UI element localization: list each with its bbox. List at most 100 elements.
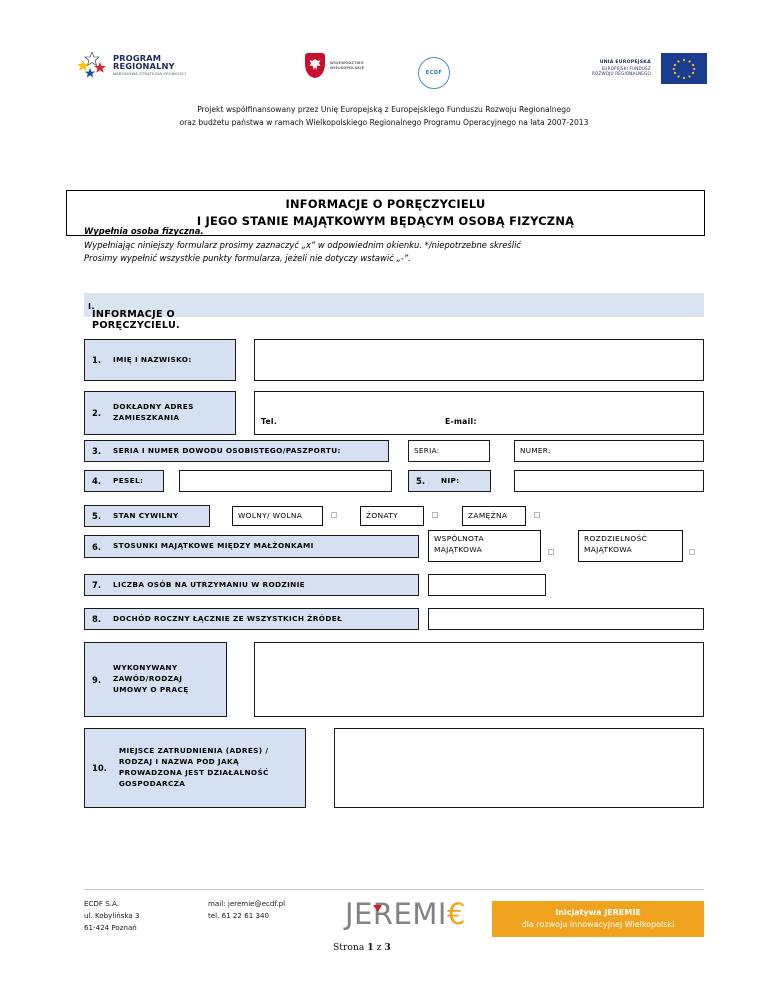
checkbox-zonaty[interactable] xyxy=(432,512,438,518)
row-10-label-line3: PROWADZONA JEST DZIAŁALNOŚĆ xyxy=(118,768,269,777)
placeholder-numer: NUMER: xyxy=(520,446,551,455)
option-rozdzielnosc-line2: MAJĄTKOWA xyxy=(584,544,632,554)
input-liczba-osob[interactable] xyxy=(428,574,546,596)
jeremie-accent-glyph: € xyxy=(446,897,466,931)
jeremie-tick-icon xyxy=(373,905,382,912)
row-9-number: 9. xyxy=(92,674,102,685)
row-2-label-line1: DOKŁADNY ADRES xyxy=(113,402,194,412)
ue-line1: UNIA EUROPEJSKA xyxy=(599,60,651,66)
checkbox-zamezna[interactable] xyxy=(534,512,540,518)
pr-line1: PROGRAM xyxy=(113,52,162,63)
input-pesel[interactable] xyxy=(179,470,392,492)
option-wspolnota-majatkowa[interactable]: WSPÓLNOTA MAJĄTKOWA xyxy=(428,530,541,562)
option-rozdzielnosc-majatkowa[interactable]: ROZDZIELNOŚĆ MAJĄTKOWA xyxy=(578,530,683,562)
funding-line-1: Projekt współfinansowany przez Unię Euro… xyxy=(197,105,571,114)
wojewodztwo-wordmark: WOJEWÓDZTWO WIELKOPOLSKIE xyxy=(330,61,364,70)
intro-instructions: Wypełnia osoba fizyczna. Wypełniając nin… xyxy=(84,225,704,266)
input-nip[interactable] xyxy=(514,470,704,492)
field-label-zawod-umowa: 9. WYKONYWANY ZAWÓD/RODZAJ UMOWY O PRACĘ xyxy=(84,642,227,717)
input-adres-zamieszkania[interactable]: Tel. E-mail: xyxy=(254,391,704,435)
field-label-adres-zamieszkania: 2. DOKŁADNY ADRES ZAMIESZKANIA xyxy=(84,391,236,435)
eu-flag-icon xyxy=(660,53,707,84)
funding-caption: Projekt współfinansowany przez Unię Euro… xyxy=(0,104,768,129)
input-seria[interactable]: SERIA: xyxy=(408,440,490,462)
row-2-number: 2. xyxy=(92,408,102,418)
row-5b-number: 5. xyxy=(92,511,102,521)
row-4-label: PESEL: xyxy=(113,475,144,485)
row-9-label-line1: WYKONYWANY xyxy=(113,663,178,673)
badge-line-2: dla rozwoju innowacyjnej Wielkopolski xyxy=(521,920,675,929)
row-10-label-line4: GOSPODARCZA xyxy=(118,778,186,788)
row-8-number: 8. xyxy=(92,614,102,624)
checkbox-wspolnota-majatkowa[interactable] xyxy=(548,549,554,555)
field-label-dochod-roczny: 8. DOCHÓD ROCZNY ŁĄCZNIE ZE WSZYSTKICH Ź… xyxy=(84,608,419,630)
row-3-label: SERIA I NUMER DOWODU OSOBISTEGO/PASZPORT… xyxy=(113,445,341,455)
intro-line-3: Prosimy wypełnić wszystkie punkty formul… xyxy=(84,253,411,264)
row-10-number: 10. xyxy=(92,763,107,773)
row-7-label: LICZBA OSÓB NA UTRZYMANIU W RODZINIE xyxy=(113,579,306,589)
row-6-label: STOSUNKI MAJĄTKOWE MIĘDZY MAŁŻONKAMI xyxy=(113,541,314,551)
ue-line2: EUROPEJSKI FUNDUSZ xyxy=(601,66,651,72)
logo-wojewodztwo-wielkopolskie: WOJEWÓDZTWO WIELKOPOLSKIE xyxy=(305,53,364,78)
option-rozdzielnosc-line1: ROZDZIELNOŚĆ xyxy=(584,534,648,543)
label-email: E-mail: xyxy=(445,417,477,426)
inicjatywa-jeremie-badge: Inicjatywa JEREMIE dla rozwoju innowacyj… xyxy=(492,901,704,937)
row-10-label-line2: RODZAJ I NAZWA POD JAKĄ xyxy=(118,757,239,767)
section-number: I. xyxy=(88,301,95,311)
option-wolny-wolna-label: WOLNY/ WOLNA xyxy=(238,510,303,520)
coat-of-arms-icon xyxy=(305,53,325,78)
ue-line3: ROZWOJU REGIONALNEGO xyxy=(592,71,651,77)
row-9-label: WYKONYWANY ZAWÓD/RODZAJ UMOWY O PRACĘ xyxy=(101,663,189,696)
section-header-text: I. INFORMACJE O PORĘCZYCIELU. xyxy=(88,301,180,331)
page-title-line-1: INFORMACJE O PORĘCZYCIELU xyxy=(285,197,486,211)
ue-wordmark: UNIA EUROPEJSKA EUROPEJSKI FUNDUSZ ROZWO… xyxy=(592,60,651,77)
logo-ecdf: ECDF xyxy=(418,57,450,89)
footer-divider xyxy=(84,889,704,890)
option-zonaty[interactable]: ŻONATY xyxy=(360,506,424,526)
logo-unia-europejska: UNIA EUROPEJSKA EUROPEJSKI FUNDUSZ ROZWO… xyxy=(592,53,707,84)
woj-line1: WOJEWÓDZTWO xyxy=(330,61,364,66)
row-9-label-line3: UMOWY O PRACĘ xyxy=(113,684,189,694)
row-3-number: 3. xyxy=(92,446,102,456)
section-header-informacje: I. INFORMACJE O PORĘCZYCIELU. xyxy=(84,293,704,331)
field-label-liczba-osob: 7. LICZBA OSÓB NA UTRZYMANIU W RODZINIE xyxy=(84,574,419,596)
intro-bold-line: Wypełnia osoba fizyczna. xyxy=(84,226,204,236)
page-number: Strona 1 z 3 xyxy=(333,942,391,953)
row-4-number: 4. xyxy=(92,476,102,486)
row-7-number: 7. xyxy=(92,580,102,590)
logo-program-regionalny: PROGRAM REGIONALNY NARODOWA STRATEGIA SP… xyxy=(77,51,187,78)
jeremie-wordmark: JEREMI€ xyxy=(345,897,466,931)
footer-contact: mail: jeremie@ecdf.pl tel. 61 22 61 340 xyxy=(208,898,285,922)
field-label-pesel: 4. PESEL: xyxy=(84,470,164,492)
checkbox-rozdzielnosc-majatkowa[interactable] xyxy=(689,549,695,555)
input-zawod-umowa[interactable] xyxy=(254,642,704,717)
row-2-label-line2: ZAMIESZKANIA xyxy=(113,413,180,422)
row-5a-label: NIP: xyxy=(441,475,460,485)
footer-company-name: ECDF S.A. xyxy=(84,899,119,908)
row-5b-label: STAN CYWILNY xyxy=(113,510,179,520)
option-wolny-wolna[interactable]: WOLNY/ WOLNA xyxy=(232,506,323,526)
page-current: 1 xyxy=(367,942,374,953)
pr-line3: NARODOWA STRATEGIA SPÓJNOŚCI xyxy=(113,71,187,77)
row-2-label: DOKŁADNY ADRES ZAMIESZKANIA xyxy=(101,402,194,424)
page-middle: z xyxy=(376,942,382,953)
page-prefix: Strona xyxy=(333,942,365,953)
input-imie-nazwisko[interactable] xyxy=(254,339,704,381)
footer-tel: tel. 61 22 61 340 xyxy=(208,911,270,921)
checkbox-wolny-wolna[interactable] xyxy=(331,512,337,518)
option-zamezna[interactable]: ZAMĘŻNA xyxy=(462,506,526,526)
row-8-label: DOCHÓD ROCZNY ŁĄCZNIE ZE WSZYSTKICH ŹRÓD… xyxy=(113,613,343,623)
footer-street: ul. Kobylińska 3 xyxy=(84,911,140,921)
option-zamezna-label: ZAMĘŻNA xyxy=(468,510,508,520)
document-title-box: INFORMACJE O PORĘCZYCIELU I JEGO STANIE … xyxy=(66,190,705,237)
input-dochod-roczny[interactable] xyxy=(428,608,704,630)
funding-line-2: oraz budżetu państwa w ramach Wielkopols… xyxy=(179,117,589,127)
row-6-number: 6. xyxy=(92,541,102,552)
row-9-label-line2: ZAWÓD/RODZAJ xyxy=(113,674,183,684)
input-miejsce-zatrudnienia[interactable] xyxy=(334,728,704,808)
program-regionalny-stars-icon xyxy=(77,51,108,78)
input-numer[interactable]: NUMER: xyxy=(514,440,704,462)
option-wspolnota-line2: MAJĄTKOWA xyxy=(434,544,482,554)
program-regionalny-wordmark: PROGRAM REGIONALNY NARODOWA STRATEGIA SP… xyxy=(113,52,187,77)
field-label-dowod-paszport: 3. SERIA I NUMER DOWODU OSOBISTEGO/PASZP… xyxy=(84,440,389,462)
